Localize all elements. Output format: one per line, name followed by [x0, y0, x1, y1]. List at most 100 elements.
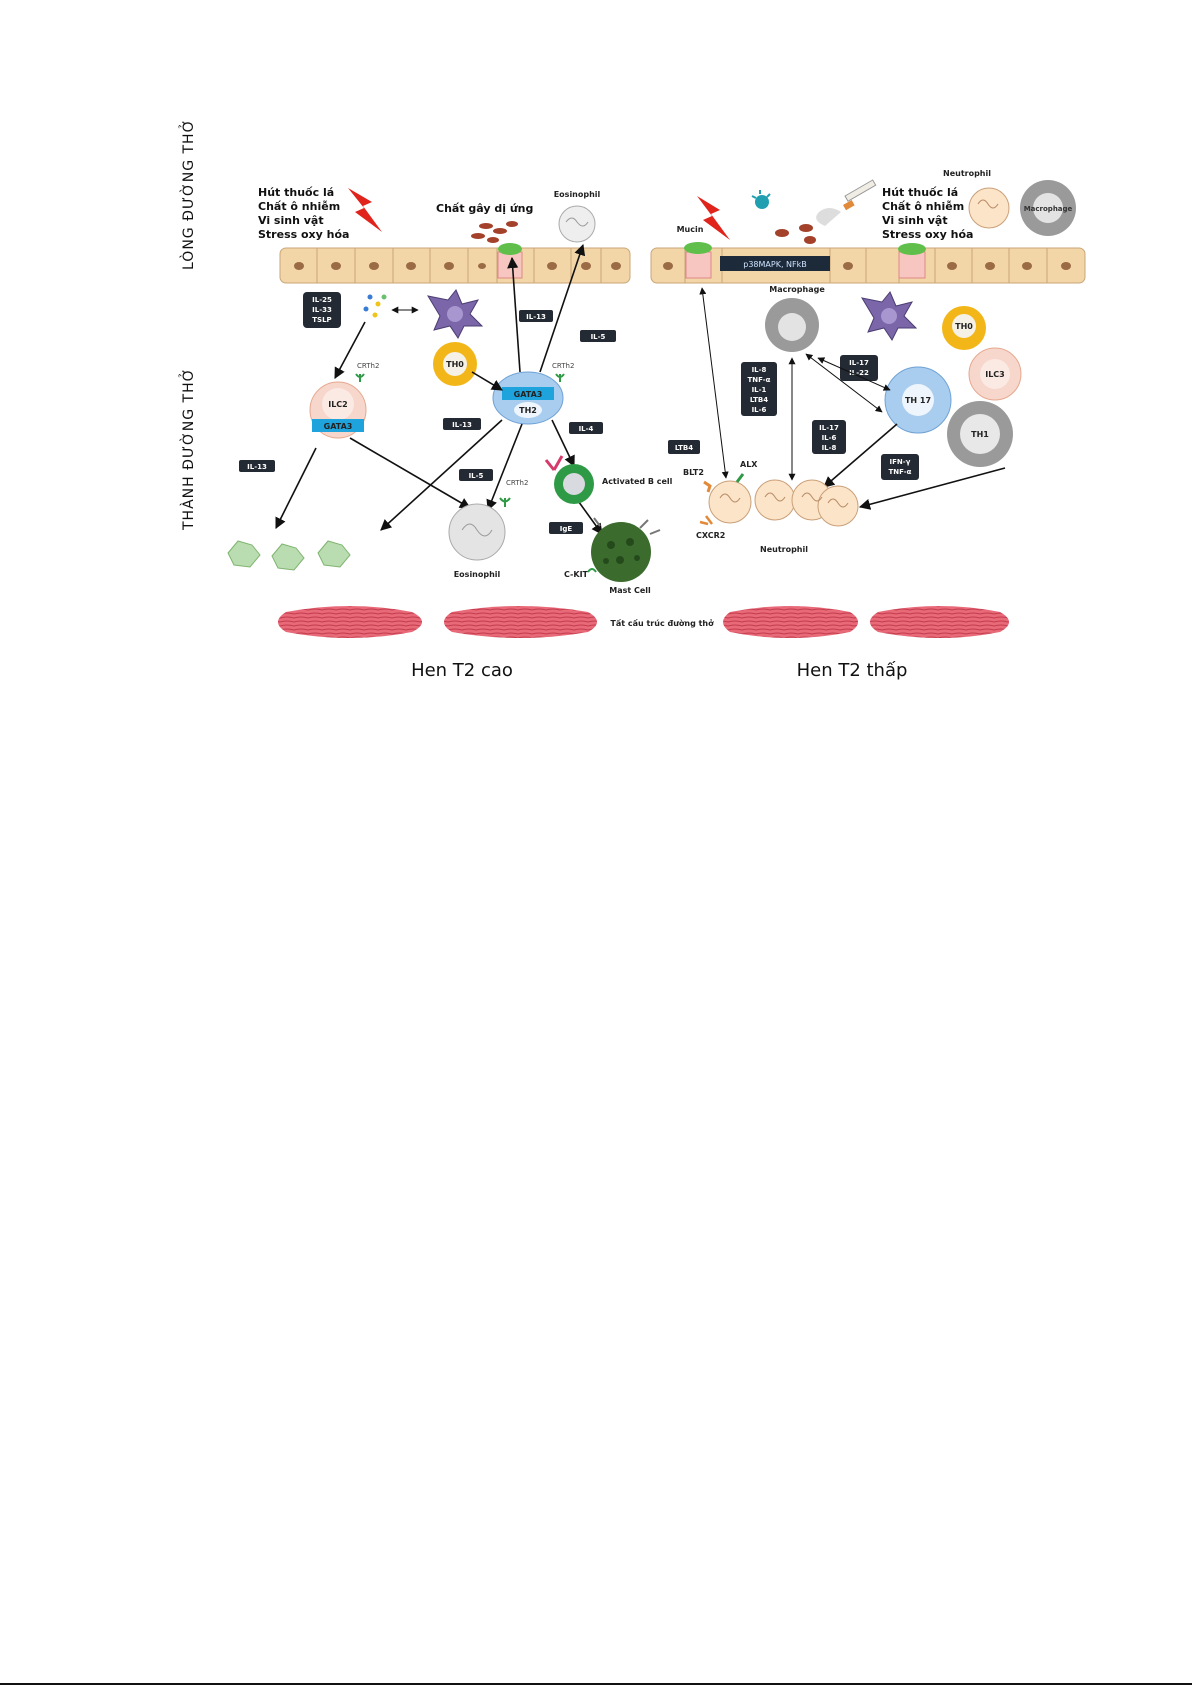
- svg-text:IL-8: IL-8: [822, 444, 837, 452]
- svg-text:IL-6: IL-6: [752, 406, 767, 414]
- svg-text:LTB4: LTB4: [750, 396, 768, 404]
- svg-text:Chất ô nhiễm: Chất ô nhiễm: [882, 200, 964, 213]
- crth2-c-label: CRTh2: [506, 479, 528, 487]
- svg-text:IL-17: IL-17: [819, 424, 839, 432]
- microbe-icon: [751, 190, 771, 209]
- left-arrows: [275, 243, 603, 535]
- neutrophil-top-icon: [968, 187, 1010, 229]
- right-arrows: [699, 287, 891, 481]
- ckit-label: C-KIT: [564, 570, 589, 579]
- il5-pill-b: IL-5: [459, 469, 493, 481]
- th0-right-label: TH0: [955, 322, 973, 331]
- blt2-label: BLT2: [683, 468, 704, 477]
- allergen-particles-icon: [471, 221, 518, 243]
- crth2-a-label: CRTh2: [357, 362, 379, 370]
- lightning-right-icon: [697, 196, 730, 240]
- svg-text:IL-17: IL-17: [849, 359, 869, 367]
- svg-text:TNF-α: TNF-α: [748, 376, 771, 384]
- svg-text:IFN-γ: IFN-γ: [890, 458, 911, 466]
- gata3-th2-badge: [502, 387, 554, 400]
- panel-right-title: Hen T2 thấp: [797, 660, 908, 681]
- svg-text:TNF-α: TNF-α: [889, 468, 912, 476]
- svg-text:IL-25: IL-25: [312, 296, 332, 304]
- svg-text:Hút thuốc lá: Hút thuốc lá: [882, 186, 958, 199]
- svg-text:IL-1: IL-1: [752, 386, 767, 394]
- cytokine-box-c: IL-17 IL-6 IL-8: [812, 420, 846, 454]
- pathway-bar: [720, 256, 830, 271]
- mast-cell-label: Mast Cell: [609, 586, 651, 595]
- svg-text:IgE: IgE: [560, 525, 573, 533]
- il4-pill: IL-4: [569, 422, 603, 434]
- svg-text:IL-13: IL-13: [452, 421, 472, 429]
- svg-text:GATA3: GATA3: [514, 390, 543, 399]
- svg-text:IL-13: IL-13: [526, 313, 546, 321]
- cxcr2-label: CXCR2: [696, 531, 725, 540]
- ige-pill: IgE: [549, 522, 583, 534]
- eosinophil-bottom-label: Eosinophil: [454, 570, 501, 579]
- panel-left-title: Hen T2 cao: [411, 660, 513, 681]
- activated-b-cell-label: Activated B cell: [602, 477, 673, 486]
- svg-text:IL-4: IL-4: [579, 425, 594, 433]
- epithelium-left: [279, 243, 631, 284]
- cytokine-box-left: [303, 292, 341, 328]
- pathway-label: p38MAPK, NFkB: [743, 260, 807, 269]
- alx-label: ALX: [740, 460, 758, 469]
- svg-text:TSLP: TSLP: [312, 316, 331, 324]
- left-triggers: Hút thuốc lá Chất ô nhiễm Vi sinh vật St…: [258, 186, 349, 241]
- structural-cells-icon: [227, 540, 351, 571]
- dendritic-cell-left-icon: [426, 289, 484, 339]
- eosinophil-top-icon: [558, 205, 596, 243]
- svg-text:IL-33: IL-33: [312, 306, 332, 314]
- il13-pill-c: IL-13: [239, 460, 275, 472]
- cytokine-box-b: IL-17 IL-22: [840, 355, 878, 381]
- mucin-label: Mucin: [677, 225, 704, 234]
- svg-text:Vi sinh vật: Vi sinh vật: [882, 214, 948, 227]
- crth2-b-label: CRTh2: [552, 362, 574, 370]
- right-triggers: Hút thuốc lá Chất ô nhiễm Vi sinh vật St…: [882, 186, 973, 241]
- eosinophil-bottom-icon: [448, 503, 506, 561]
- allergen-label: Chất gây dị ứng: [436, 202, 533, 215]
- smooth-muscle-band: [278, 606, 1009, 638]
- epithelium-right: p38MAPK, NFkB: [650, 242, 1086, 284]
- dendritic-cell-right-icon: [860, 291, 918, 341]
- neutrophil-top-label: Neutrophil: [943, 169, 991, 178]
- gata3-ilc-badge: [312, 419, 364, 432]
- cytokine-box-a: IL-8 TNF-α IL-1 LTB4 IL-6: [741, 362, 777, 416]
- th0-left-label: TH0: [446, 360, 464, 369]
- eosinophil-top-label: Eosinophil: [554, 190, 601, 199]
- structural-label: Tất cấu trúc đường thở: [610, 618, 714, 628]
- page-footer-rule: [0, 1683, 1192, 1685]
- neutrophil-bottom-label: Neutrophil: [760, 545, 808, 554]
- cigarette-icon: [816, 179, 877, 226]
- svg-text:Stress oxy hóa: Stress oxy hóa: [882, 228, 973, 241]
- ilc3-label: ILC3: [985, 370, 1005, 379]
- svg-text:LTB4: LTB4: [675, 444, 693, 452]
- th1-label: TH1: [971, 430, 989, 439]
- cytokine-box-d: IFN-γ TNF-α: [881, 454, 919, 480]
- svg-text:IL-5: IL-5: [469, 472, 484, 480]
- il13-pill-b: IL-13: [443, 418, 481, 430]
- mast-cell-icon: [591, 522, 651, 582]
- particles-right-icon: [775, 224, 816, 244]
- svg-text:GATA3: GATA3: [324, 422, 353, 431]
- svg-text:IL-5: IL-5: [591, 333, 606, 341]
- il5-pill-a: IL-5: [580, 330, 616, 342]
- neutrophil-cluster-icon: [708, 479, 859, 527]
- cytokine-dots-icon: [363, 294, 387, 318]
- il13-pill-a: IL-13: [519, 310, 553, 322]
- wall-side-label: THÀNH ĐƯỜNG THỞ: [178, 368, 197, 531]
- ltb4-pill: LTB4: [668, 440, 700, 454]
- macrophage-top-label: Macrophage: [1024, 205, 1073, 213]
- svg-text:Stress oxy hóa: Stress oxy hóa: [258, 228, 349, 241]
- lumen-side-label: LÒNG ĐƯỜNG THỞ: [178, 119, 197, 270]
- svg-text:Chất ô nhiễm: Chất ô nhiễm: [258, 200, 340, 213]
- svg-text:IL-8: IL-8: [752, 366, 767, 374]
- asthma-pathway-diagram: LÒNG ĐƯỜNG THỞ THÀNH ĐƯỜNG THỞ: [178, 119, 1086, 681]
- macrophage-mid-label: Macrophage: [769, 285, 825, 294]
- svg-text:IL-6: IL-6: [822, 434, 837, 442]
- svg-text:Vi sinh vật: Vi sinh vật: [258, 214, 324, 227]
- lightning-icon: [348, 188, 382, 232]
- th2-label: TH2: [519, 406, 537, 415]
- svg-text:Hút thuốc lá: Hút thuốc lá: [258, 186, 334, 199]
- th17-label: TH 17: [905, 396, 931, 405]
